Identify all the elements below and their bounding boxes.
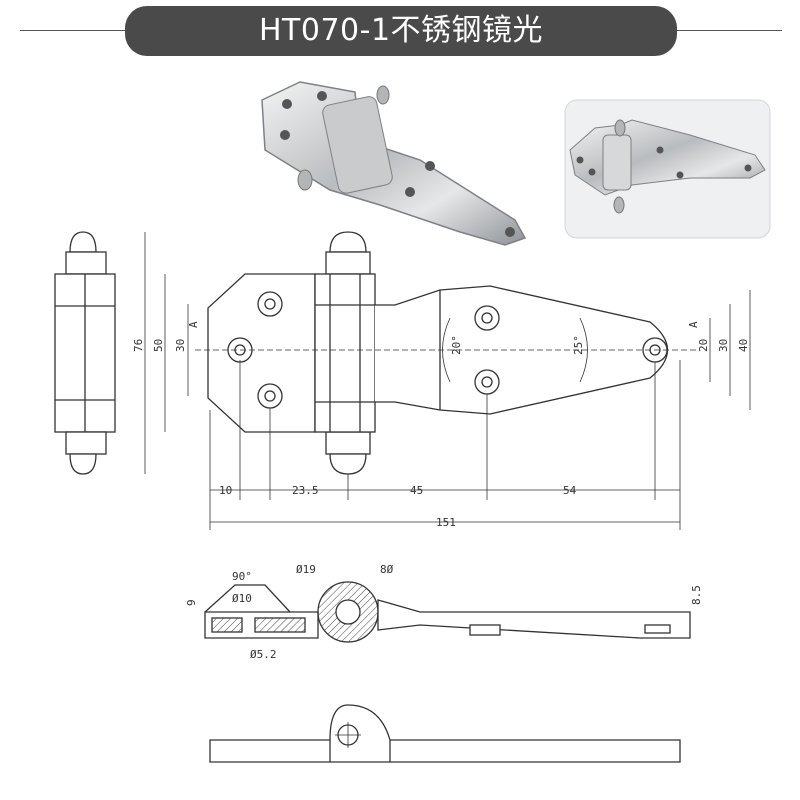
page-title: HT070-1不锈钢镜光 [258, 13, 544, 48]
dia-5-2: Ø5.2 [250, 648, 277, 661]
angle-25: 25° [572, 335, 585, 355]
dim-23-5: 23.5 [292, 484, 319, 497]
title-rule-right [672, 30, 782, 31]
dim-50: 50 [152, 339, 165, 352]
dim-8-5: 8.5 [690, 585, 703, 605]
dim-10: 10 [219, 484, 232, 497]
dim-54: 54 [563, 484, 577, 497]
title-banner: HT070-1不锈钢镜光 [125, 6, 677, 56]
title-rule-left [20, 30, 130, 31]
dim-9: 9 [185, 599, 198, 606]
dia-10: Ø10 [232, 592, 252, 605]
dim-20: 20 [697, 339, 710, 352]
angle-20: 20° [450, 335, 463, 355]
side-view [54, 231, 116, 475]
angle-90: 90° [232, 570, 252, 583]
dim-151: 151 [436, 516, 456, 529]
section-a-left: A [187, 321, 200, 328]
bottom-view [209, 704, 681, 763]
dim-45: 45 [410, 484, 423, 497]
dim-30-right: 30 [717, 339, 730, 352]
dim-76: 76 [132, 339, 145, 352]
hinge-photo [261, 81, 527, 246]
dia-19: Ø19 [296, 563, 316, 576]
dim-40: 40 [737, 339, 750, 352]
dia-8: 8Ø [380, 563, 394, 576]
dimension-lines [144, 232, 751, 530]
dim-30-left: 30 [174, 339, 187, 352]
plan-view [195, 231, 700, 475]
section-view [204, 581, 691, 643]
inset-photo [564, 99, 771, 239]
section-a-right: A [687, 321, 700, 328]
